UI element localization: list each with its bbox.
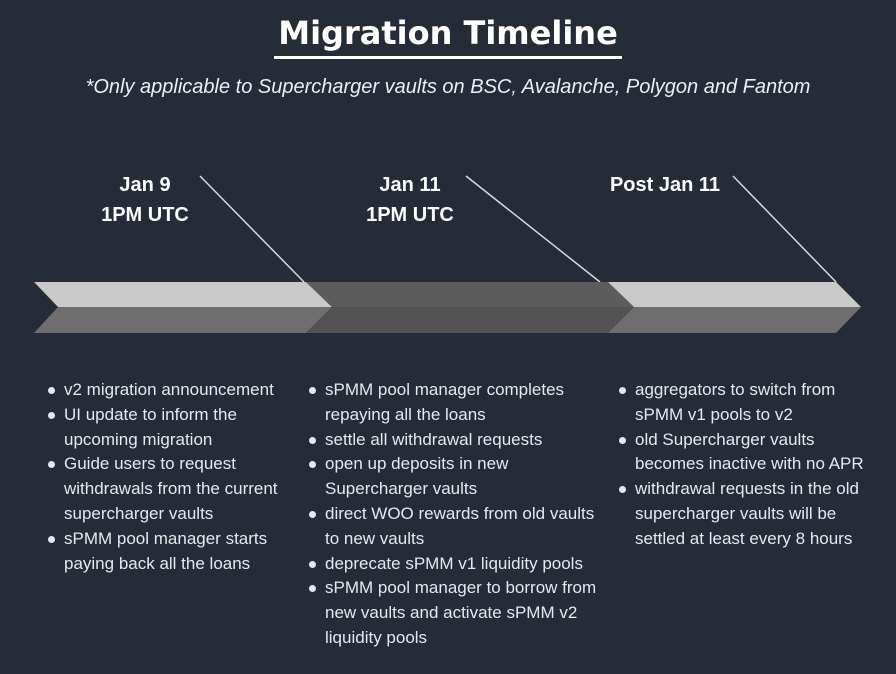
- milestone-3-label: Post Jan 11: [590, 170, 740, 200]
- list-item: deprecate sPMM v1 liquidity pools: [309, 552, 601, 577]
- pointer-line-1: [199, 175, 305, 283]
- milestone-3-date: Post Jan 11: [609, 174, 721, 196]
- milestone-1-label: Jan 9 1PM UTC: [80, 170, 210, 230]
- milestone-2-label: Jan 11 1PM UTC: [345, 170, 475, 230]
- milestone-3-items: aggregators to switch from sPMM v1 pools…: [619, 378, 881, 552]
- list-item: UI update to inform the upcoming migrati…: [48, 403, 308, 453]
- subtitle: *Only applicable to Supercharger vaults …: [85, 76, 811, 98]
- segment-3-top: [608, 282, 861, 307]
- milestone-1-time: 1PM UTC: [101, 204, 189, 226]
- list-item: settle all withdrawal requests: [309, 428, 601, 453]
- list-item: sPMM pool manager to borrow from new vau…: [309, 576, 601, 650]
- list-item: sPMM pool manager completes repaying all…: [309, 378, 601, 428]
- milestone-2-time: 1PM UTC: [366, 204, 454, 226]
- list-item: direct WOO rewards from old vaults to ne…: [309, 502, 601, 552]
- title-block: Migration Timeline: [0, 14, 896, 59]
- pointer-lines: [199, 175, 837, 283]
- list-item: open up deposits in new Supercharger vau…: [309, 452, 601, 502]
- list-item: withdrawal requests in the old superchar…: [619, 477, 881, 551]
- segment-2-top: [306, 282, 634, 307]
- segment-1-top: [34, 282, 332, 307]
- segment-3-bottom: [608, 307, 861, 333]
- list-item: old Supercharger vaults becomes inactive…: [619, 428, 881, 478]
- milestone-2-items: sPMM pool manager completes repaying all…: [309, 378, 601, 651]
- page-title: Migration Timeline: [274, 14, 622, 59]
- segment-2-bottom: [306, 307, 634, 333]
- list-item: v2 migration announcement: [48, 378, 308, 403]
- list-item: aggregators to switch from sPMM v1 pools…: [619, 378, 881, 428]
- milestone-1-date: Jan 9: [119, 174, 171, 196]
- milestone-1-items: v2 migration announcement UI update to i…: [48, 378, 308, 576]
- list-item: sPMM pool manager starts paying back all…: [48, 527, 308, 577]
- list-item: Guide users to request withdrawals from …: [48, 452, 308, 526]
- pointer-line-3: [732, 175, 837, 283]
- segment-1-bottom: [34, 307, 332, 333]
- milestone-2-date: Jan 11: [379, 174, 441, 196]
- pointer-line-2: [465, 175, 601, 283]
